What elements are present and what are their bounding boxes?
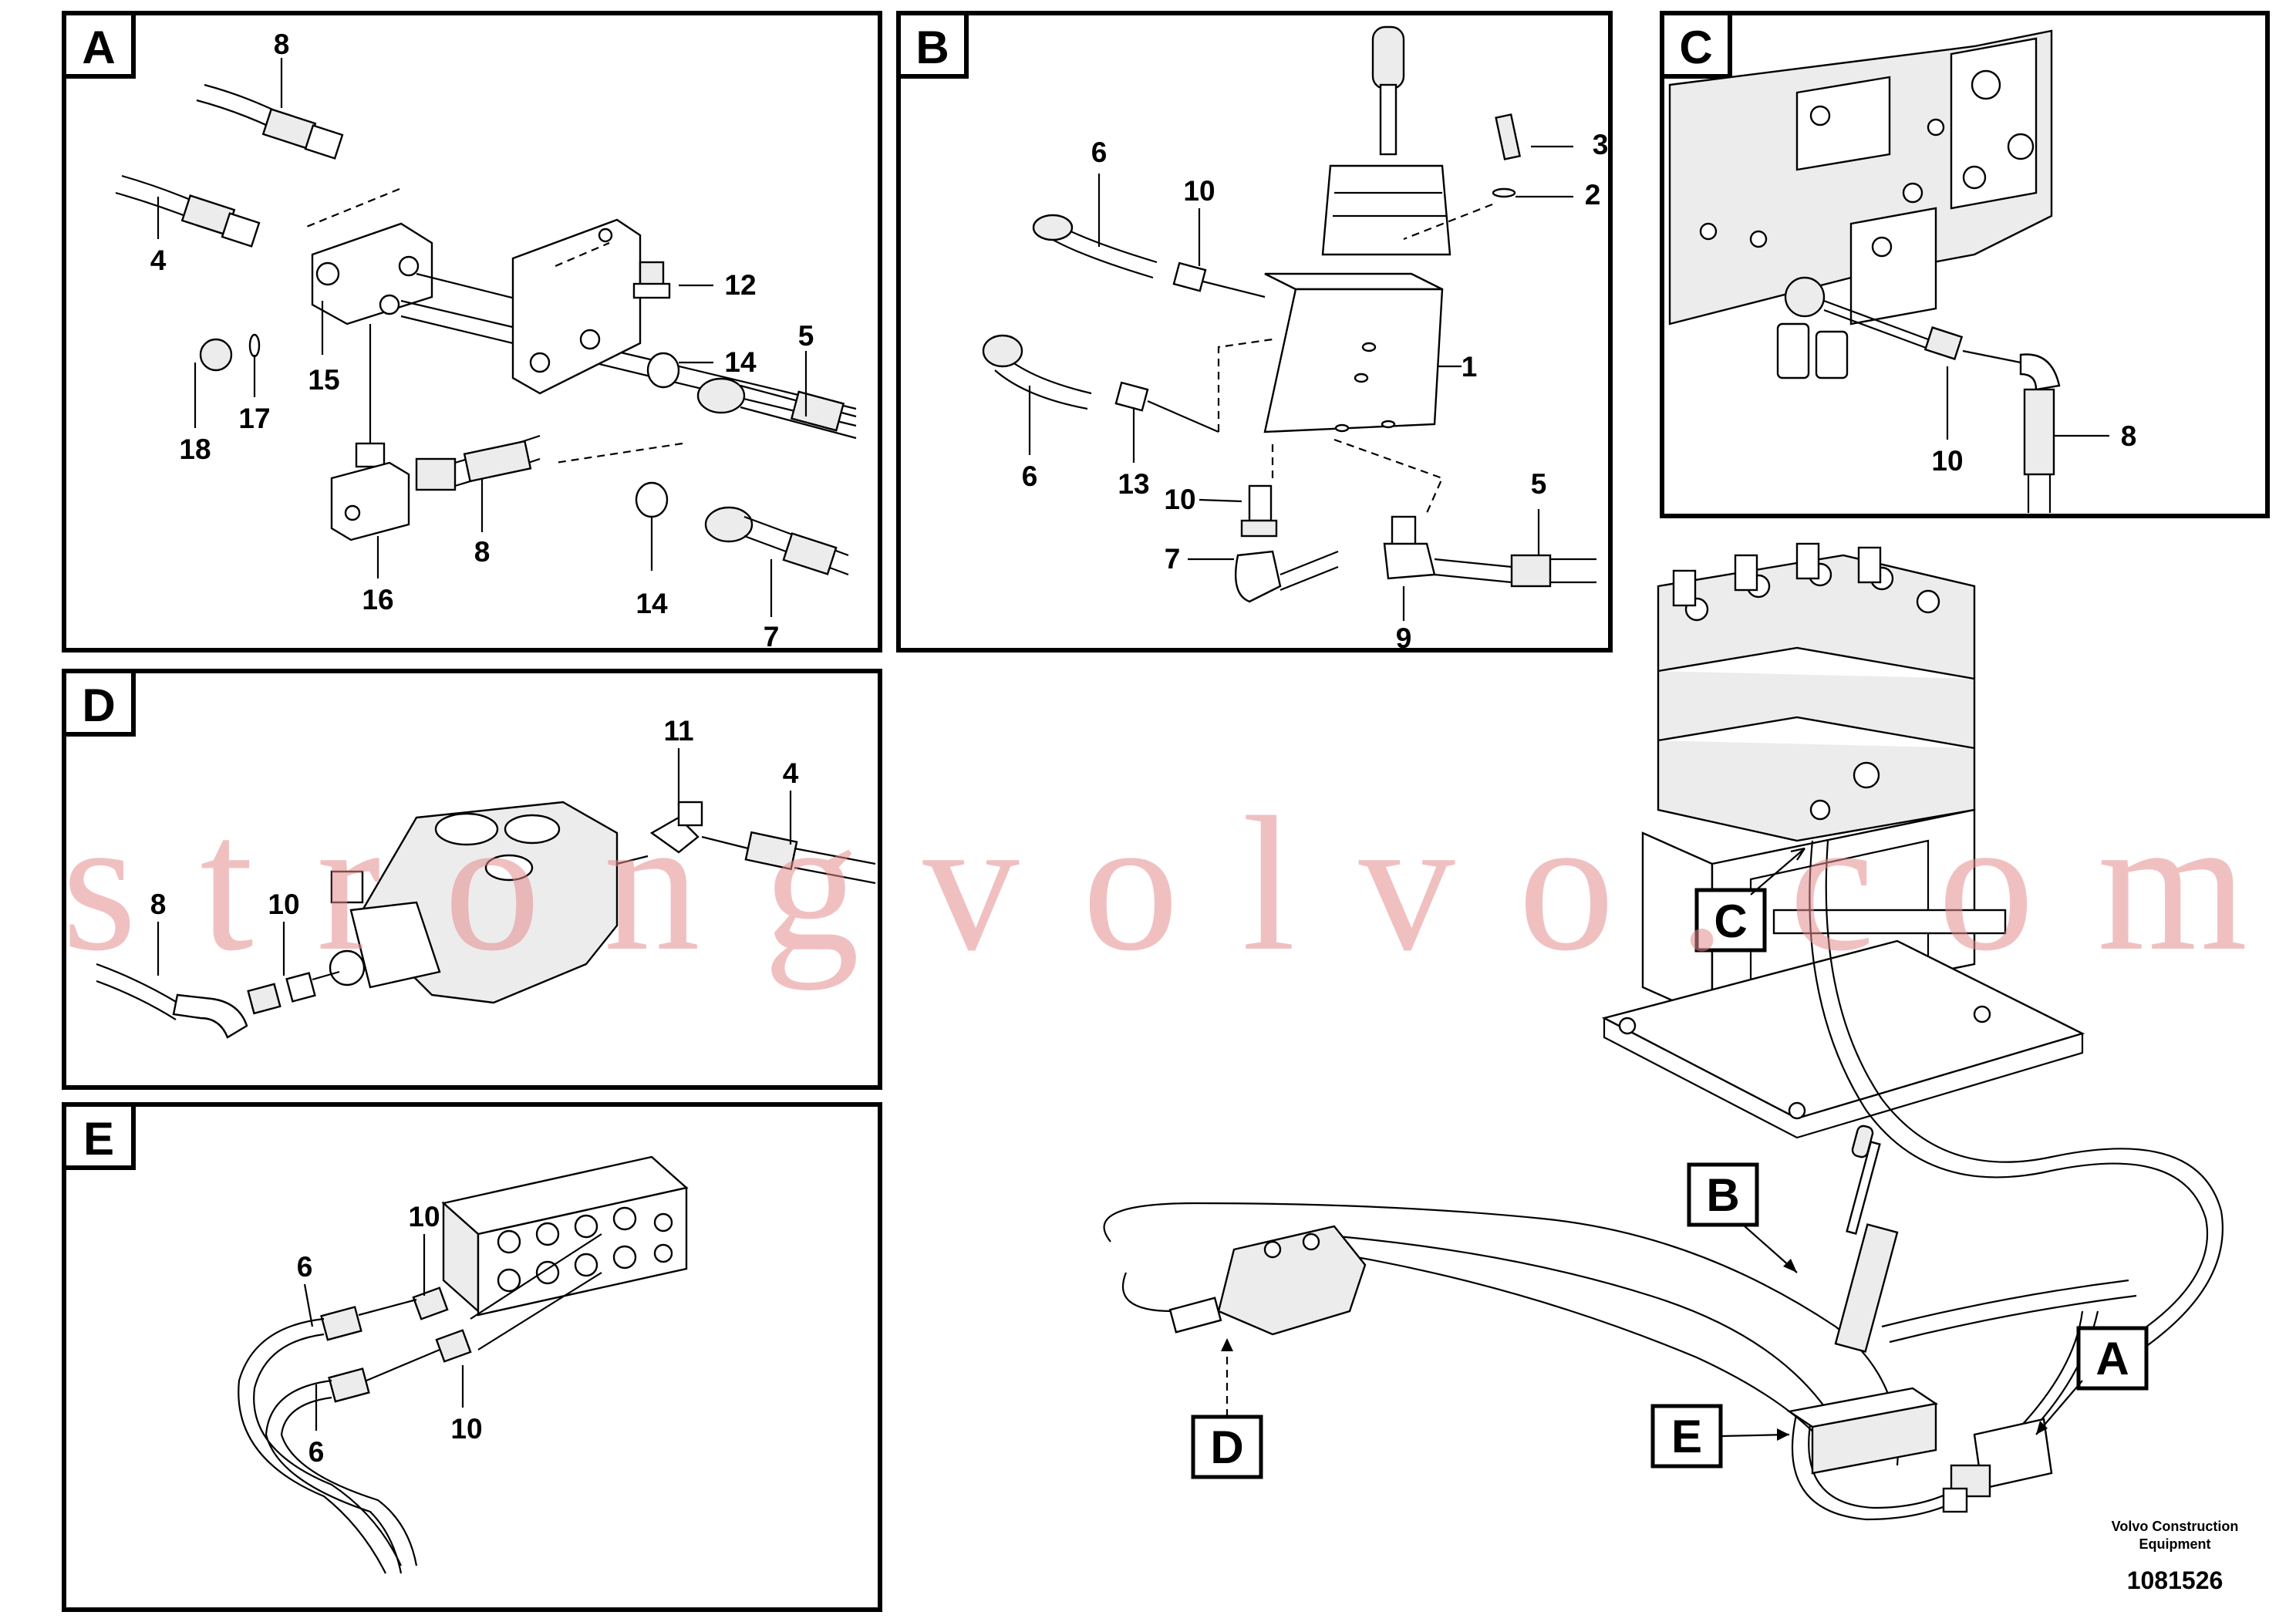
callout-e-6-lower: 6 — [308, 1436, 325, 1468]
overview-label-d: D — [1210, 1421, 1243, 1473]
overview-label-e-box — [1650, 1404, 1723, 1469]
overview-label-c: C — [1714, 895, 1747, 947]
callout-c-10: 10 — [1931, 445, 1963, 477]
panel-e: E 10 6 10 6 — [62, 1102, 882, 1612]
overview-label-a: A — [2095, 1333, 2129, 1384]
callout-a-12: 12 — [724, 269, 756, 301]
callout-b-6-upper: 6 — [1091, 137, 1108, 168]
callout-b-3: 3 — [1593, 129, 1609, 160]
panel-e-label-box — [62, 1102, 136, 1170]
footer-drawing-number: 1081526 — [2127, 1566, 2224, 1594]
callout-b-9: 9 — [1396, 622, 1412, 654]
callout-d-10: 10 — [268, 889, 299, 920]
panel-c: C 10 8 — [1660, 11, 2270, 518]
panel-c-label: C — [1679, 22, 1712, 73]
callout-b-7: 7 — [1165, 543, 1181, 575]
callout-a-4: 4 — [150, 244, 167, 276]
callout-c-8: 8 — [2121, 420, 2137, 452]
callout-a-14-lower: 14 — [636, 588, 668, 619]
callout-d-4: 4 — [783, 757, 799, 789]
callout-b-5: 5 — [1531, 468, 1547, 500]
callout-b-10-lower: 10 — [1164, 484, 1195, 515]
callout-a-8-top: 8 — [274, 29, 290, 60]
overview-label-a-box — [2076, 1326, 2149, 1391]
overview-label-e: E — [1671, 1411, 1702, 1462]
panel-d-label-box — [62, 669, 136, 737]
footer-company-line1: Volvo Construction — [2112, 1519, 2239, 1534]
panel-d: D 11 4 8 10 — [62, 669, 882, 1090]
callout-a-15: 15 — [308, 364, 339, 396]
callout-a-14-upper: 14 — [724, 346, 757, 378]
callout-a-17: 17 — [238, 403, 270, 434]
callout-e-6-upper: 6 — [297, 1251, 313, 1283]
overview-label-c-box — [1694, 888, 1767, 953]
overview-label-d-box — [1191, 1415, 1263, 1479]
footer: Volvo Construction Equipment 1081526 — [2112, 1519, 2239, 1594]
panel-a: A — [62, 11, 882, 653]
overview-label-b: B — [1706, 1169, 1739, 1221]
callout-d-8: 8 — [150, 889, 167, 920]
callout-b-10-upper: 10 — [1183, 175, 1215, 207]
overview-label-b-box — [1687, 1162, 1759, 1227]
callout-b-6-lower: 6 — [1022, 460, 1038, 492]
callout-d-11: 11 — [663, 715, 693, 747]
callout-b-13: 13 — [1118, 468, 1149, 500]
callout-b-1: 1 — [1462, 351, 1478, 383]
callout-e-10-lower: 10 — [450, 1413, 482, 1445]
panel-a-label: A — [82, 22, 115, 73]
panel-e-label: E — [83, 1113, 114, 1165]
panel-d-label: D — [82, 679, 115, 731]
footer-company-line2: Equipment — [2139, 1536, 2211, 1552]
overview-assembly: C B A E D — [1103, 542, 2224, 1521]
callout-a-5: 5 — [798, 320, 814, 352]
callout-a-8-bottom: 8 — [474, 536, 491, 568]
callout-a-16: 16 — [362, 584, 393, 615]
panel-a-label-box — [62, 11, 136, 79]
panel-b: B — [896, 11, 1613, 654]
callout-a-7: 7 — [764, 621, 780, 653]
callout-a-18: 18 — [179, 433, 211, 465]
panel-b-label-box — [896, 11, 969, 79]
panel-b-label: B — [915, 22, 949, 73]
panel-c-label-box — [1660, 11, 1732, 79]
callout-b-2: 2 — [1585, 179, 1601, 211]
callout-e-10-upper: 10 — [408, 1201, 440, 1233]
